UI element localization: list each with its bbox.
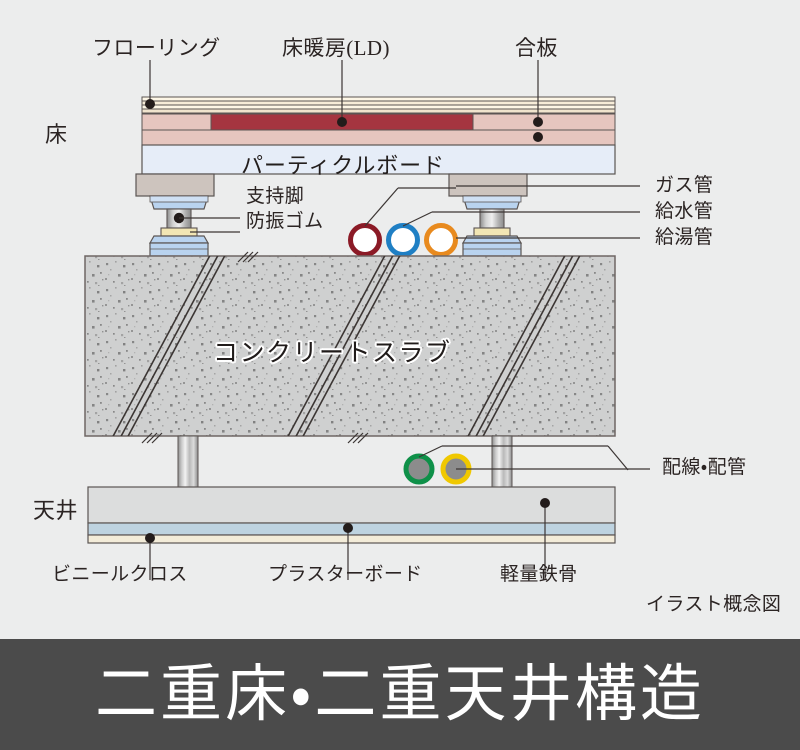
label-particle-board: パーティクルボード [241, 153, 445, 178]
label-wiring-piping: 配線・配管 [662, 457, 747, 478]
label-water-supply-pipe: 給水管 [655, 201, 714, 222]
concrete-slab [84, 251, 616, 444]
label-ceiling-edge: 天井 [33, 498, 78, 523]
slab-rebar-lines [112, 256, 581, 436]
floor-heating-layer [141, 113, 616, 131]
upper-pipe-group [348, 223, 458, 257]
particle-board-layer [141, 144, 616, 175]
vinyl-cloth-layer [87, 534, 616, 544]
label-plywood: 合板 [515, 36, 558, 60]
hanger-rod-left [177, 435, 199, 488]
label-support-leg: 支持脚 [246, 186, 305, 207]
plywood-layer [141, 129, 616, 146]
label-anti-vibration-rubber: 防振ゴム [246, 211, 324, 232]
label-concrete-slab: コンクリートスラブ [213, 340, 452, 367]
floor-assembly [141, 96, 616, 175]
flooring-layers [141, 96, 616, 114]
light-gauge-steel-layer [87, 486, 616, 524]
label-hot-water-pipe: 給湯管 [655, 227, 714, 248]
label-plaster-board: プラスターボード [268, 564, 423, 585]
lower-pipe-group [403, 453, 472, 485]
ceiling-hanger-rods [177, 435, 513, 488]
label-light-gauge-steel: 軽量鉄骨 [500, 564, 578, 585]
illustration-note: イラスト概念図 [646, 594, 782, 615]
wiring-conduit-green-icon [403, 453, 435, 485]
water-supply-pipe-icon [386, 223, 420, 257]
label-vinyl-cloth: ビニールクロス [52, 564, 188, 585]
banner-title: 二重床・二重天井構造 [94, 660, 706, 729]
label-flooring: フローリング [92, 36, 221, 60]
support-leg-left [135, 173, 215, 257]
title-banner: 二重床・二重天井構造 [0, 639, 800, 750]
leader-lines [149, 60, 650, 580]
hanger-rod-right [491, 435, 513, 488]
label-floor-heating: 床暖房(LD) [282, 36, 390, 60]
label-floor-edge: 床 [45, 122, 68, 147]
hot-water-pipe-icon [424, 223, 458, 257]
label-gas-pipe: ガス管 [655, 175, 714, 196]
ceiling-assembly [87, 486, 616, 544]
leader-dots [145, 99, 550, 543]
gas-pipe-icon [348, 223, 382, 257]
